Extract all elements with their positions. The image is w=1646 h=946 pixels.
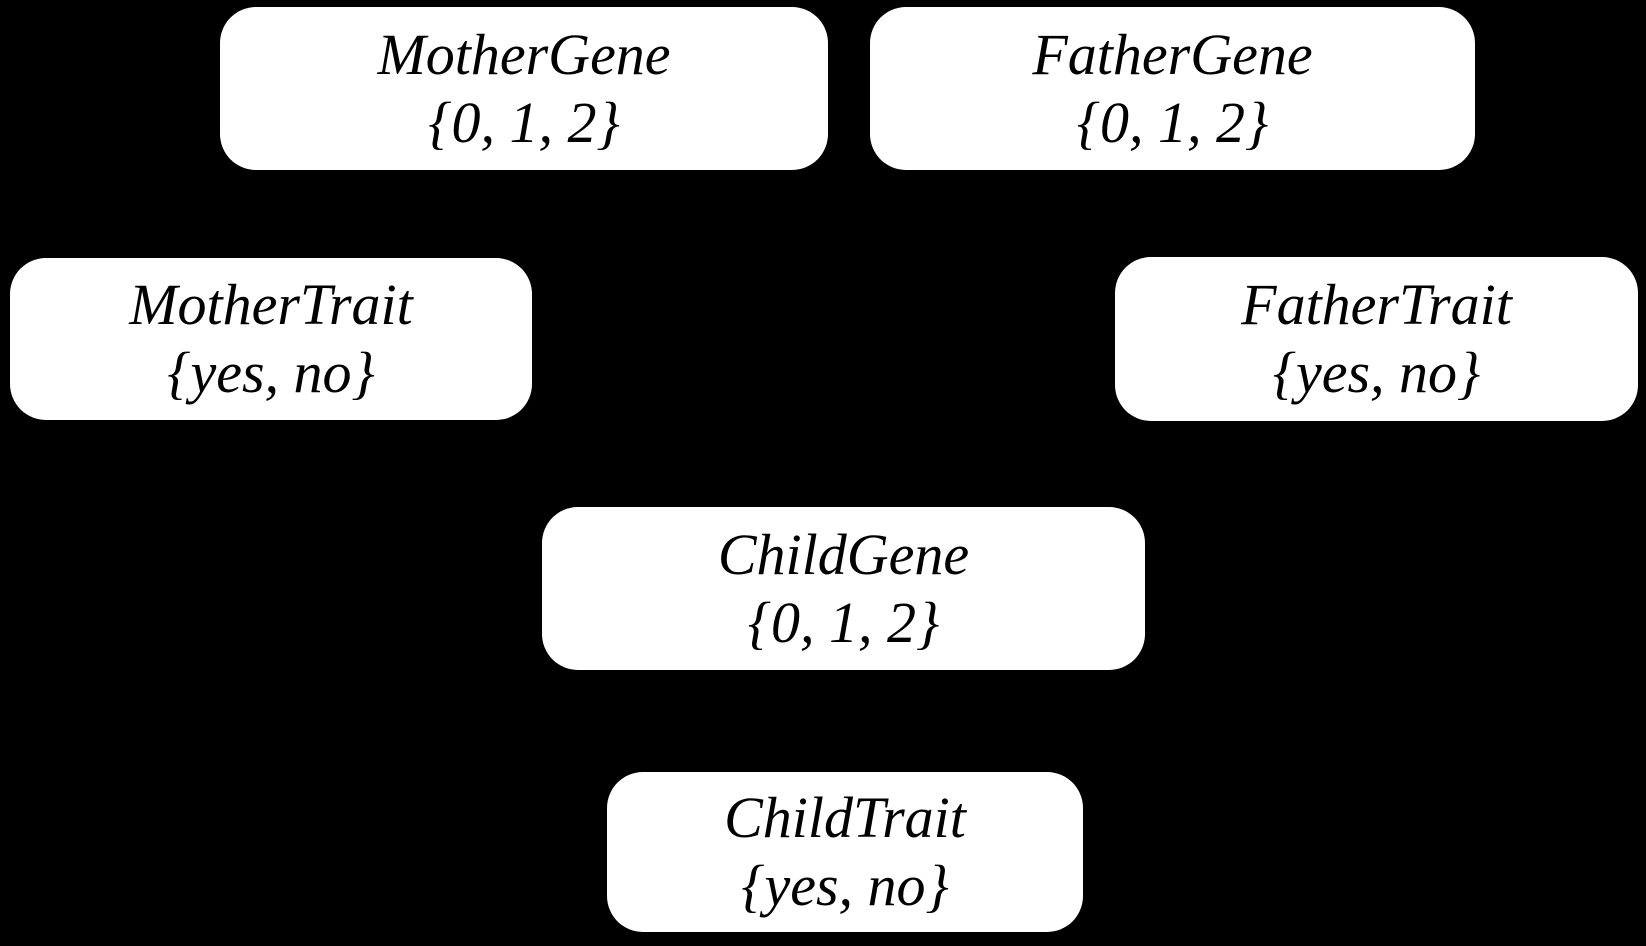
node-mother-gene-domain: {0, 1, 2} [428,89,620,155]
node-father-trait-label: FatherTrait [1241,272,1512,337]
node-child-gene-domain: {0, 1, 2} [747,589,940,655]
node-mother-trait-label: MotherTrait [129,272,413,337]
node-father-trait: FatherTrait {yes, no} [1115,257,1638,421]
node-mother-trait-domain: {yes, no} [167,340,375,405]
node-child-trait: ChildTrait {yes, no} [607,772,1083,932]
node-mother-trait: MotherTrait {yes, no} [10,258,532,420]
node-mother-gene: MotherGene {0, 1, 2} [220,7,828,170]
node-father-gene-domain: {0, 1, 2} [1076,89,1269,155]
node-mother-gene-label: MotherGene [377,21,671,87]
node-father-trait-domain: {yes, no} [1272,340,1481,405]
node-father-gene-label: FatherGene [1032,21,1313,87]
node-child-trait-domain: {yes, no} [741,853,949,918]
node-child-gene-label: ChildGene [717,521,970,587]
node-child-gene: ChildGene {0, 1, 2} [542,507,1145,670]
node-child-trait-label: ChildTrait [724,785,966,850]
node-father-gene: FatherGene {0, 1, 2} [870,7,1475,170]
